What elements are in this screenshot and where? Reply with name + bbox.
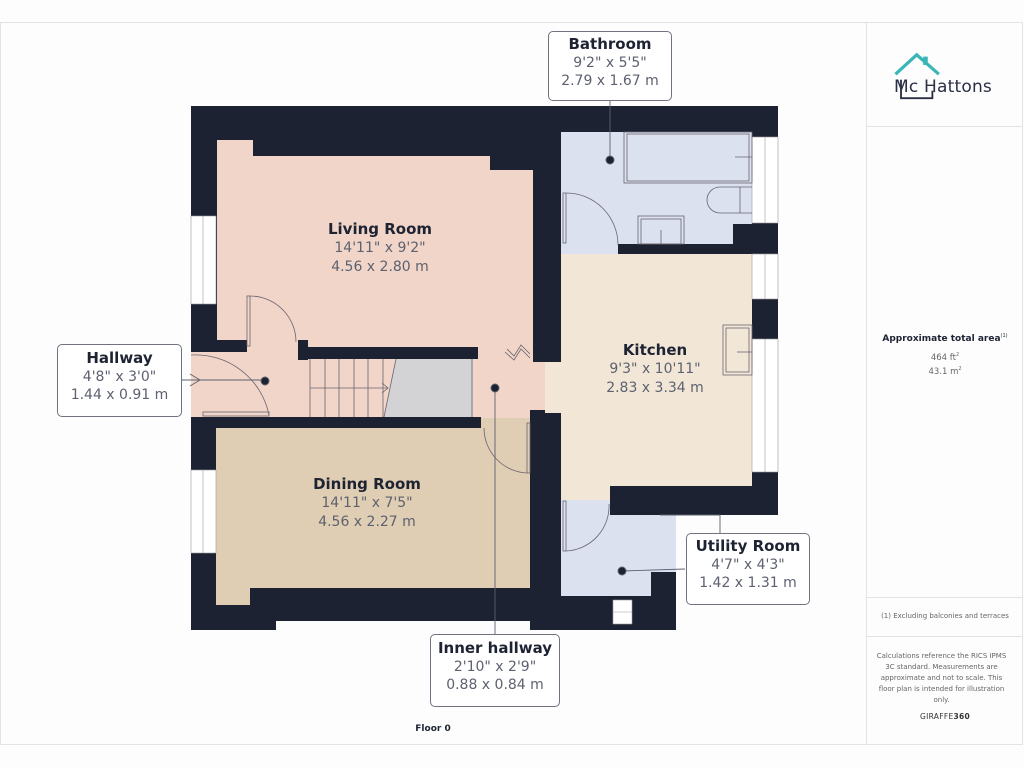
fixtures [623,131,753,376]
room-living-room: Living Room 14'11" x 9'2" 4.56 x 2.80 m [300,219,460,277]
wall-mid [191,417,481,428]
callout-hallway: Hallway 4'8" x 3'0" 1.44 x 0.91 m [57,344,182,417]
inner-hallway-floor [480,418,530,588]
callout-imperial: 4'7" x 4'3" [711,557,785,573]
kitchen-floor [545,252,752,500]
provider-suffix: 360 [953,712,971,721]
staircase [309,358,473,418]
wall-kitchen-left-top [533,132,561,362]
dining-room-floor [216,428,530,605]
room-metric: 2.83 x 3.34 m [606,380,704,396]
room-imperial: 14'11" x 9'2" [334,240,426,256]
callout-title: Utility Room [695,537,801,555]
area-sqm-value: 43.1 m [928,366,959,377]
callout-imperial: 4'8" x 3'0" [82,369,157,385]
wall-utility-right [651,572,676,622]
area-title-text: Approximate total area [882,334,1001,344]
divider [867,597,1023,598]
provider-brand: GIRAFFE360 [867,712,1023,721]
bathroom-floor [560,132,752,254]
room-name: Living Room [327,220,433,238]
house-logo-icon [894,52,940,100]
leader-lines [181,100,721,634]
room-metric: 4.56 x 2.80 m [331,259,429,275]
room-metric: 4.56 x 2.27 m [318,514,416,530]
callout-metric: 2.79 x 1.67 m [561,73,659,89]
callout-metric: 1.42 x 1.31 m [699,575,797,591]
room-name: Kitchen [622,341,688,359]
area-title: Approximate total area(1) [867,333,1023,344]
room-dining-room: Dining Room 14'11" x 7'5" 4.56 x 2.27 m [287,474,447,532]
exterior-cutout [778,100,788,520]
wall-bath-notch [733,224,778,254]
callout-imperial: 2'10" x 2'9" [453,659,537,675]
hallway-floor [191,352,271,418]
footnote: (1) Excluding balconies and terraces [881,612,1009,620]
wall-hall-top [191,340,247,352]
area-sqft-value: 464 ft [930,352,956,363]
callout-inner-hallway: Inner hallway 2'10" x 2'9" 0.88 x 0.84 m [430,634,560,707]
sup: 2 [955,352,960,358]
wall-kitchen-left-bottom [530,413,561,603]
room-imperial: 14'11" x 7'5" [321,495,413,511]
room-imperial: 9'3" x 10'11" [609,361,701,377]
callout-title: Hallway [86,349,153,367]
inner-hallway-top [480,362,530,418]
footnote-marker: (1) [1000,333,1008,339]
floor-plan-drawing [181,100,788,634]
windows [190,136,779,625]
room-name: Dining Room [313,475,421,493]
divider [867,636,1023,637]
utility-room-floor [560,500,676,596]
wall-kitchen-bottom [610,486,778,515]
area-sqft: 464 ft2 [867,352,1023,363]
divider [867,126,1023,127]
room-kitchen: Kitchen 9'3" x 10'11" 2.83 x 3.34 m [575,340,735,398]
callout-title: Inner hallway [437,639,553,657]
wall-bath-bottom [618,244,752,254]
provider-name: GIRAFFE [919,712,954,721]
brand-logo-text: Mc Hattons [894,77,992,97]
callout-utility-room: Utility Room 4'7" x 4'3" 1.42 x 1.31 m [686,533,810,605]
disclaimer: Calculations reference the RICS IPMS 3C … [876,652,1007,704]
callout-imperial: 9'2" x 5'5" [573,55,647,71]
callout-metric: 1.44 x 0.91 m [70,387,169,403]
callout-metric: 0.88 x 0.84 m [446,677,544,693]
info-sidebar: Mc Hattons Approximate total area(1) 464… [866,22,1023,745]
wall-stairs-stub [298,340,308,360]
doors [190,192,619,552]
sup: 2 [958,366,962,372]
floor-label: Floor 0 [415,724,451,734]
area-sqm: 43.1 m2 [867,366,1023,377]
wall-stairs-top [298,347,478,359]
callout-title: Bathroom [568,35,652,53]
callout-bathroom: Bathroom 9'2" x 5'5" 2.79 x 1.67 m [548,31,672,101]
